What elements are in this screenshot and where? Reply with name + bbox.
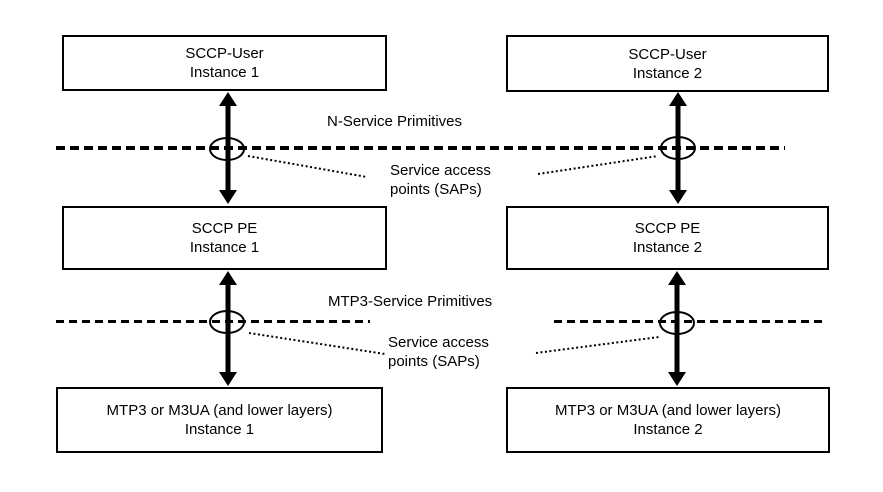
service-primitive-arrow-lower-left (219, 271, 237, 386)
sap-callout-leader-lower-left (248, 332, 386, 355)
box-label-line2: Instance 1 (189, 64, 260, 81)
box-sccp-user-instance2: SCCP-User Instance 2 (506, 35, 829, 92)
sap-boundary-line-lower-right (554, 320, 824, 323)
box-label-line2: Instance 2 (632, 64, 703, 82)
label-sap-lower-line2: points (SAPs) (388, 353, 480, 370)
box-label-line2: Instance 1 (189, 239, 260, 256)
box-label-line1: SCCP PE (634, 220, 701, 237)
sap-boundary-line-upper (56, 146, 785, 150)
box-sccp-user-instance1: SCCP-User Instance 1 (62, 35, 387, 91)
sap-callout-leader-upper-right (537, 155, 659, 175)
label-mtp3-service-primitives: MTP3-Service Primitives (328, 293, 493, 310)
box-label-line1: MTP3 or M3UA (and lower layers) (106, 402, 333, 419)
box-label-line1: SCCP PE (191, 220, 258, 237)
sap-ellipse-lower-right (659, 311, 695, 335)
label-sap-lower-line1: Service access (388, 334, 489, 351)
box-mtp3-m3ua-instance2: MTP3 or M3UA (and lower layers) Instance… (506, 387, 830, 453)
sap-callout-leader-lower-right (535, 336, 660, 354)
label-sap-upper-line2: points (SAPs) (390, 181, 482, 198)
service-primitive-arrow-lower-right (668, 271, 686, 386)
box-label-line2: Instance 2 (632, 239, 703, 256)
label-n-service-primitives: N-Service Primitives (327, 113, 463, 130)
sap-callout-leader-upper-left (247, 155, 368, 178)
label-sap-lower: Service access points (SAPs) (388, 333, 489, 371)
box-label-line2: Instance 2 (633, 421, 703, 438)
box-sccp-pe-instance2: SCCP PE Instance 2 (506, 206, 829, 270)
label-sap-upper-line1: Service access (390, 162, 491, 179)
box-label-line1: SCCP-User (185, 45, 264, 62)
box-label-line1: SCCP-User (628, 45, 707, 63)
sap-boundary-line-lower-left (56, 320, 370, 323)
box-sccp-pe-instance1: SCCP PE Instance 1 (62, 206, 387, 270)
box-label-line1: MTP3 or M3UA (and lower layers) (555, 402, 781, 419)
label-sap-upper: Service access points (SAPs) (390, 161, 491, 199)
box-mtp3-m3ua-instance1: MTP3 or M3UA (and lower layers) Instance… (56, 387, 383, 453)
box-label-line2: Instance 1 (184, 421, 255, 438)
